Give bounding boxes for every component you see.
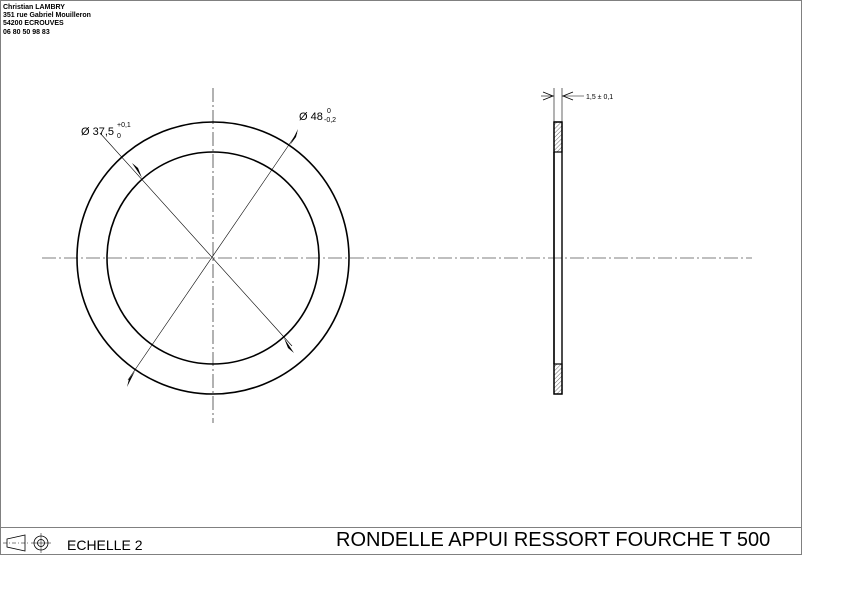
author-name: Christian LAMBRY <box>3 4 65 11</box>
outer-arrow-bottom <box>127 371 135 387</box>
thickness-arrow-right <box>561 91 574 101</box>
author-city: 54200 ECROUVES <box>3 20 64 27</box>
outer-diameter-tol-low: -0,2 <box>324 117 336 124</box>
author-street: 351 rue Gabriel Mouilleron <box>3 12 91 19</box>
sheet-border <box>0 0 802 555</box>
author-phone: 06 80 50 98 83 <box>3 29 50 36</box>
inner-diameter-dimension-line <box>99 132 293 347</box>
first-angle-projection-icon <box>3 533 51 553</box>
section-hatch-bottom <box>553 363 563 395</box>
inner-diameter-tol-high: +0,1 <box>117 122 131 129</box>
thickness-arrow-left <box>542 91 555 101</box>
outer-diameter-label: Ø 48 <box>299 111 323 123</box>
outer-diameter-dimension-line <box>127 132 298 381</box>
section-hatch-top <box>553 121 563 153</box>
thickness-label: 1,5 ± 0,1 <box>586 94 613 101</box>
outer-arrow-top <box>290 129 298 145</box>
inner-arrow-top <box>132 163 142 178</box>
inner-diameter-label: Ø 37,5 <box>81 126 114 138</box>
inner-circle <box>106 151 320 365</box>
inner-arrow-bottom <box>284 338 294 353</box>
scale-label: ECHELLE 2 <box>67 537 143 553</box>
outer-diameter-tol-high: 0 <box>327 108 331 115</box>
drawing-title: RONDELLE APPUI RESSORT FOURCHE T 500 <box>336 529 771 551</box>
inner-diameter-tol-low: 0 <box>117 133 121 140</box>
outer-circle <box>76 121 350 395</box>
